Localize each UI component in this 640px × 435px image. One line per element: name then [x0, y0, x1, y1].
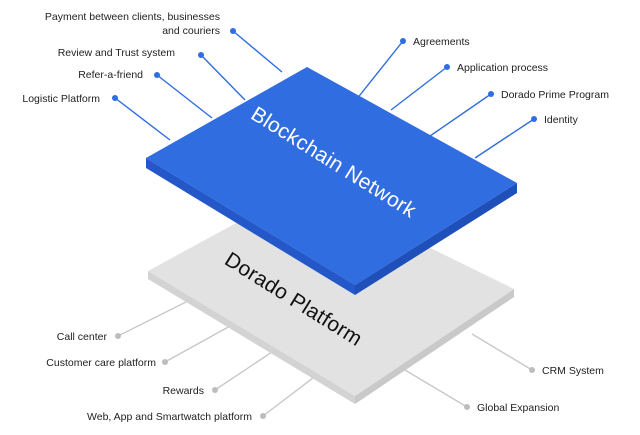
connector-line [355, 40, 404, 101]
connector-dot [444, 64, 450, 70]
connector-line [404, 369, 468, 408]
feature-label-line: Application process [457, 62, 548, 74]
connector-line [474, 118, 535, 159]
feature-label: CRM System [542, 365, 604, 377]
connector-dot [260, 413, 266, 419]
feature-label: Dorado Prime Program [501, 89, 609, 101]
connector-line [232, 30, 283, 73]
blockchain-platform-right-side [355, 183, 517, 295]
feature-label-line: CRM System [542, 365, 604, 377]
connector-dot [162, 359, 168, 365]
feature-label: Global Expansion [477, 402, 559, 414]
connector-line [471, 333, 533, 371]
dorado-platform-right-side [355, 289, 514, 404]
connector-dot [115, 333, 121, 339]
connector-line [429, 93, 492, 137]
feature-label-line: Agreements [413, 36, 470, 48]
feature-label-line: Review and Trust system [58, 47, 176, 59]
feature-label-line: Call center [57, 331, 108, 343]
feature-label-line: Refer-a-friend [78, 69, 143, 81]
feature-label: Refer-a-friend [78, 69, 143, 81]
connector-dot [230, 28, 236, 34]
blockchain-network-platform: Blockchain Network [146, 67, 517, 295]
feature-label-line: Web, App and Smartwatch platform [87, 411, 252, 423]
feature-labels: Payment between clients, businesses and c… [22, 11, 609, 423]
feature-label: Agreements [413, 36, 470, 48]
feature-label-line: Identity [544, 114, 579, 126]
feature-label-line: Payment between clients, businesses [45, 11, 220, 23]
feature-label-line: Customer care platform [46, 357, 156, 369]
feature-label: Customer care platform [46, 357, 156, 369]
feature-label: Application process [457, 62, 548, 74]
connector-line [156, 74, 213, 119]
feature-label: Review and Trust system [58, 47, 176, 59]
connector-line [390, 66, 448, 111]
connector-dot [212, 387, 218, 393]
connector-dot [112, 95, 118, 101]
connector-dot [464, 404, 470, 410]
feature-label: Identity [544, 114, 579, 126]
feature-label: Web, App and Smartwatch platform [87, 411, 252, 423]
dorado-platform-top [148, 186, 514, 396]
connector-dot [400, 38, 406, 44]
connector-dot [531, 116, 537, 122]
connector-line [200, 54, 246, 101]
connector-line [114, 97, 171, 141]
feature-label: Payment between clients, businesses and c… [45, 11, 220, 37]
feature-label-line: Global Expansion [477, 402, 559, 414]
feature-label: Logistic Platform [22, 93, 100, 105]
feature-label-line: Dorado Prime Program [501, 89, 609, 101]
feature-label-line: Logistic Platform [22, 93, 100, 105]
feature-label: Call center [57, 331, 108, 343]
feature-label-line: and couriers [162, 25, 220, 37]
blockchain-platform-top [146, 67, 517, 285]
connector-dot [198, 52, 204, 58]
connector-dot [488, 91, 494, 97]
blockchain-platform-front-side [146, 158, 355, 295]
feature-label-line: Rewards [163, 385, 204, 397]
dorado-platform-front-side [148, 271, 355, 404]
connector-dot [154, 72, 160, 78]
connector-dot [529, 367, 535, 373]
blockchain-connector-lines [114, 30, 535, 159]
feature-label: Rewards [163, 385, 204, 397]
